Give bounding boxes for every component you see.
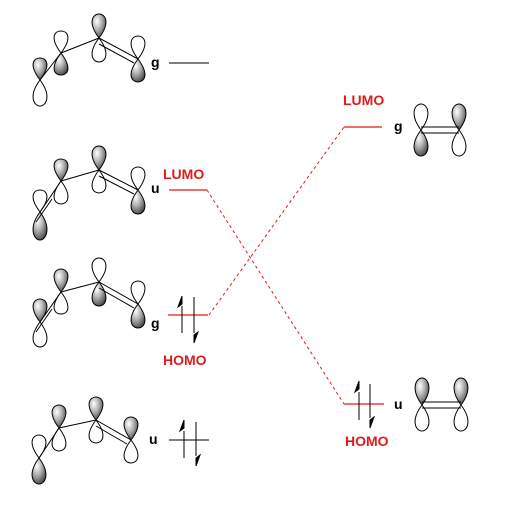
diene-psi1-symmetry: u xyxy=(149,431,158,447)
diene-psi4-orbital xyxy=(32,13,146,107)
diene-psi1-orbital xyxy=(31,396,139,485)
ethylene-pi-orbital xyxy=(414,377,469,432)
ethylene-pi-symmetry: u xyxy=(394,396,403,412)
diene-psi2-orbital xyxy=(32,257,146,348)
ethylene-homo-label: HOMO xyxy=(345,433,389,449)
diene-psi2-symmetry: g xyxy=(151,315,160,331)
spin-down-arrowhead xyxy=(193,330,200,344)
ethylene-lumo-label: LUMO xyxy=(343,92,384,108)
correlation-line-homo-diene-to-lumo-ethylene xyxy=(208,126,345,316)
ethylene-pi-electron-pair xyxy=(353,380,376,429)
diene-homo-label: HOMO xyxy=(163,352,207,368)
diene-lumo-label: LUMO xyxy=(163,166,204,182)
correlation-line-lumo-diene-to-homo-ethylene xyxy=(206,189,345,405)
diene-psi4-symmetry: g xyxy=(151,54,160,70)
spin-down-arrowhead xyxy=(195,453,202,467)
diene-psi3-symmetry: u xyxy=(151,180,160,196)
spin-down-arrowhead xyxy=(369,415,376,429)
spin-up-arrowhead xyxy=(353,380,360,394)
diene-psi3-orbital xyxy=(32,145,146,241)
spin-up-arrowhead xyxy=(176,295,183,309)
ethylene-pi-star-orbital xyxy=(413,103,467,157)
spin-up-arrowhead xyxy=(178,419,185,433)
diene-psi1-electron-pair xyxy=(178,419,202,467)
ethylene-pi-star-symmetry: g xyxy=(394,118,403,134)
diene-psi2-electron-pair xyxy=(176,295,200,344)
